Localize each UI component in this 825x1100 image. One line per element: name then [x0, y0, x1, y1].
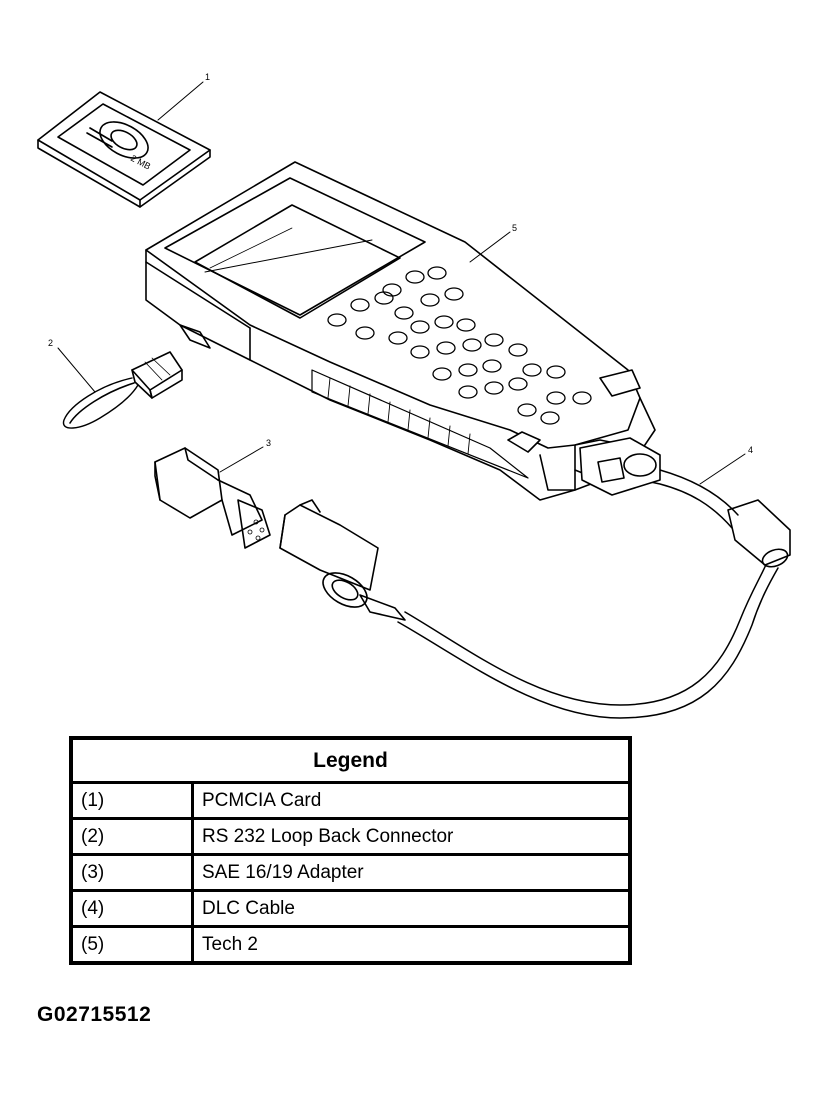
callout-leader-3	[219, 446, 264, 473]
tech2-kit-illustration: 2 MB 1	[37, 72, 791, 719]
legend-row: (2) RS 232 Loop Back Connector	[69, 817, 632, 856]
callout-3: 3	[266, 438, 271, 448]
legend-number: (4)	[69, 889, 194, 928]
legend-description: PCMCIA Card	[191, 781, 632, 820]
legend-row: (5) Tech 2	[69, 925, 632, 965]
figure-id: G02715512	[37, 1003, 152, 1026]
keypad	[327, 266, 592, 425]
callout-leader-5	[469, 231, 511, 263]
legend-header-row: Legend	[69, 736, 632, 784]
legend-number: (1)	[69, 781, 194, 820]
dlc-cable	[397, 437, 791, 719]
callout-leader-1	[157, 81, 204, 121]
legend-description: RS 232 Loop Back Connector	[191, 817, 632, 856]
legend-number: (3)	[69, 853, 194, 892]
callout-4: 4	[748, 445, 753, 455]
legend-title: Legend	[69, 736, 632, 784]
legend-row: (3) SAE 16/19 Adapter	[69, 853, 632, 892]
legend-row: (4) DLC Cable	[69, 889, 632, 928]
legend-row: (1) PCMCIA Card	[69, 781, 632, 820]
pcmcia-card: 2 MB	[37, 91, 211, 208]
callout-leader-2	[57, 347, 96, 393]
callout-leader-4	[699, 453, 746, 485]
legend-description: DLC Cable	[191, 889, 632, 928]
callout-1: 1	[205, 72, 210, 82]
legend-description: SAE 16/19 Adapter	[191, 853, 632, 892]
legend-table: Legend (1) PCMCIA Card (2) RS 232 Loop B…	[69, 736, 632, 965]
tech2-unit	[145, 161, 656, 501]
callout-2: 2	[48, 338, 53, 348]
legend-number: (5)	[69, 925, 194, 965]
sae-adapter	[154, 447, 406, 621]
legend-number: (2)	[69, 817, 194, 856]
legend-description: Tech 2	[191, 925, 632, 965]
callout-5: 5	[512, 223, 517, 233]
loopback-connector	[62, 351, 183, 429]
